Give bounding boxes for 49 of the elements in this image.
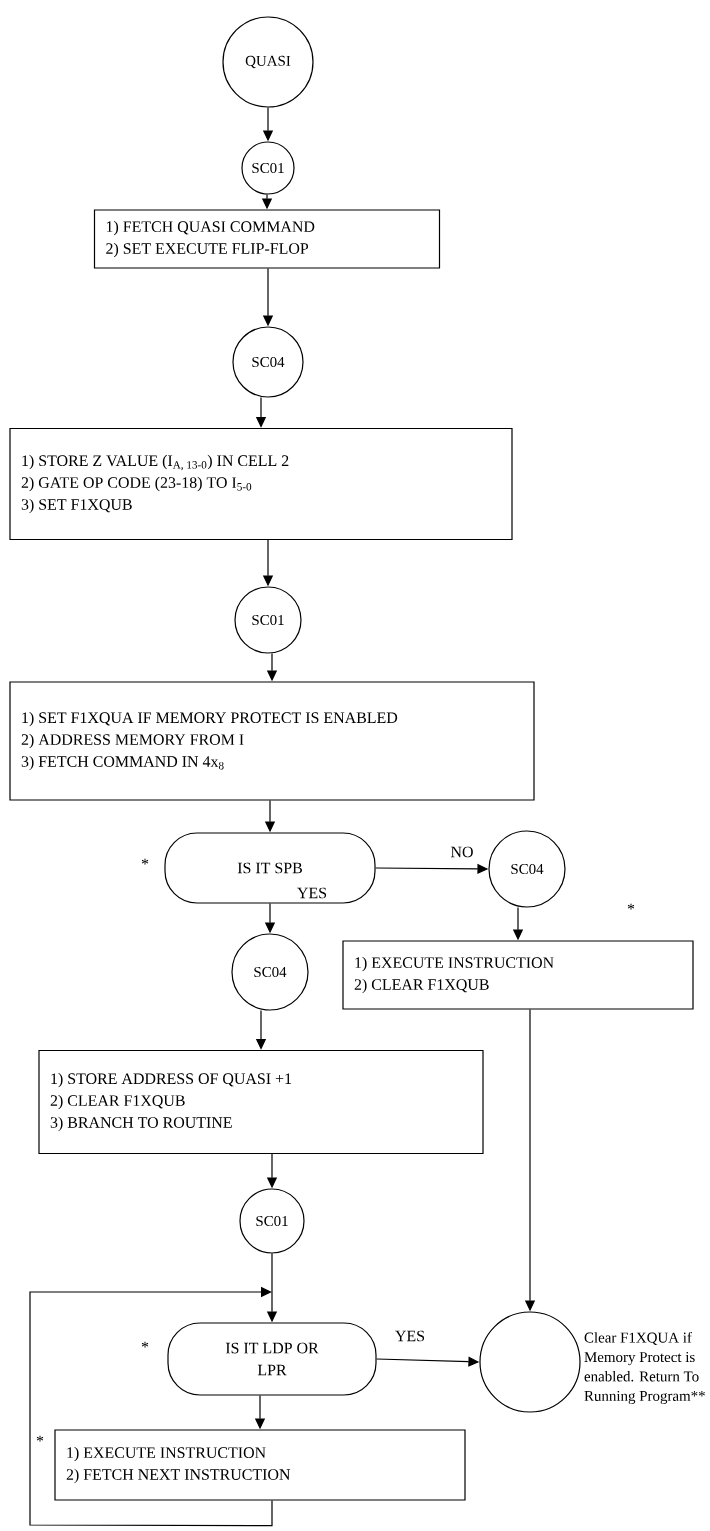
circle-label: SC04 bbox=[511, 863, 544, 874]
step-text: 1) STORE ADDRESS OF QUASI +1 bbox=[51, 1072, 292, 1088]
connector-circle bbox=[234, 586, 302, 654]
connector-circle bbox=[239, 1188, 305, 1254]
asterisk-mark: * bbox=[36, 1435, 44, 1442]
step-text: 2) FETCH NEXT INSTRUCTION bbox=[66, 1468, 291, 1484]
circle-label: SC04 bbox=[254, 966, 287, 977]
connector-circle bbox=[488, 830, 566, 908]
circle-label: SC01 bbox=[256, 1215, 288, 1226]
circle-label: QUASI bbox=[245, 55, 291, 69]
process-box bbox=[54, 1429, 466, 1501]
step-text: 3) SET F1XQUB bbox=[21, 498, 132, 514]
connector-circle bbox=[479, 1311, 581, 1413]
step-text: 1) SET F1XQUA IF MEMORY PROTECT IS ENABLED bbox=[22, 711, 398, 727]
asterisk-mark: * bbox=[141, 858, 149, 865]
step-text: 1) EXECUTE INSTRUCTION bbox=[355, 956, 554, 972]
connector-circle bbox=[231, 933, 309, 1011]
decision-terminal bbox=[167, 1322, 377, 1396]
step-text: 1) FETCH QUASI COMMAND bbox=[106, 220, 315, 236]
circle-label: SC01 bbox=[252, 614, 284, 626]
circle-label: SC04 bbox=[252, 356, 285, 368]
step-text: 1) STORE Z VALUE (I$_{A, 13-0}$) IN CELL 2 bbox=[22, 454, 289, 471]
process-box bbox=[38, 1049, 484, 1155]
step-text: 2) CLEAR F1XQUB bbox=[354, 978, 489, 994]
circle-label: SC01 bbox=[252, 162, 284, 174]
side-note: Clear F1XQUA if Memory Protect is enabled. Return To Running Program** bbox=[584, 1332, 705, 1404]
step-text: 2) SET EXECUTE FLIP-FLOP bbox=[106, 242, 309, 258]
step-text: 1) EXECUTE INSTRUCTION bbox=[67, 1446, 266, 1462]
connector-circle bbox=[241, 141, 295, 195]
edge-label: NO bbox=[450, 846, 473, 858]
connector-circle bbox=[232, 326, 304, 398]
arrow bbox=[29, 1286, 273, 1527]
asterisk-mark: * bbox=[141, 1341, 149, 1348]
step-text: 3) BRANCH TO ROUTINE bbox=[50, 1116, 232, 1132]
asterisk-mark: * bbox=[627, 903, 635, 910]
process-box bbox=[342, 940, 694, 1010]
step-text: 2) GATE OP CODE (23-18) TO I$_{5-0}$ bbox=[21, 476, 252, 492]
edge-label: YES bbox=[297, 887, 327, 899]
decision-text: IS IT SPB bbox=[237, 862, 302, 874]
process-box bbox=[93, 209, 441, 269]
process-box bbox=[9, 681, 535, 801]
decision-text: IS IT LDP OR LPR bbox=[225, 1342, 319, 1376]
step-text: 2) ADDRESS MEMORY FROM I bbox=[21, 733, 244, 749]
step-text: 2) CLEAR F1XQUB bbox=[50, 1094, 185, 1110]
edge-label: YES bbox=[395, 1330, 425, 1342]
decision-terminal bbox=[164, 832, 376, 904]
process-box bbox=[9, 427, 513, 541]
step-text: 3) FETCH COMMAND IN 4x$_{8}$ bbox=[21, 755, 224, 771]
connector-circle bbox=[222, 16, 314, 108]
